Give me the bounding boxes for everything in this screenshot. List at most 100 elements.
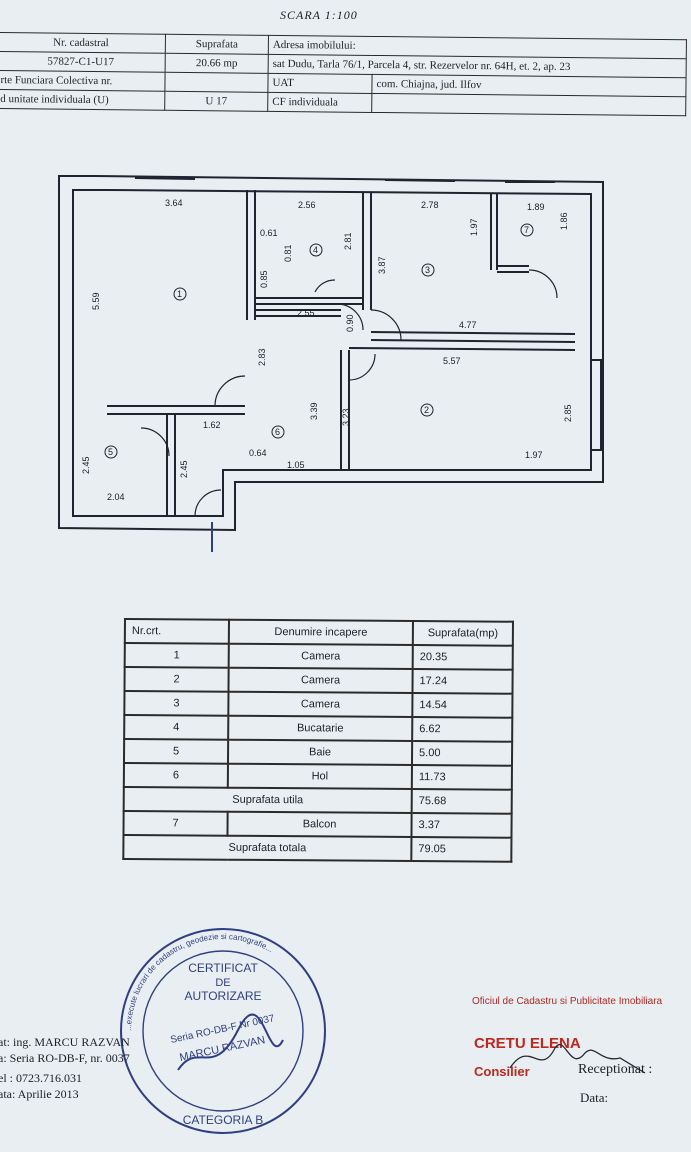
outer-wall bbox=[58, 175, 604, 532]
partition bbox=[166, 414, 176, 516]
area-label: Suprafata bbox=[165, 34, 269, 55]
stamp-line: CERTIFICAT bbox=[188, 961, 258, 975]
svg-text:...execute lucrari de cadastru: ...execute lucrari de cadastru, geodezie… bbox=[124, 932, 275, 1031]
column-header: Suprafata(mp) bbox=[412, 621, 513, 646]
officer-role: Consilier bbox=[474, 1064, 530, 1079]
row-number: 6 bbox=[123, 763, 228, 788]
dimension-label: 1.86 bbox=[559, 212, 569, 230]
partition bbox=[340, 350, 350, 470]
table-row: 4 Bucatarie 6.62 bbox=[124, 715, 513, 742]
stamp-ring-text: ...execute lucrari de cadastru, geodezie… bbox=[124, 932, 275, 1031]
door-swing bbox=[214, 375, 246, 407]
land-book-value bbox=[164, 72, 269, 93]
area-value: 20.66 mp bbox=[165, 53, 269, 74]
received-label: Receptionat : bbox=[578, 1062, 653, 1077]
stamp-line: AUTORIZARE bbox=[184, 989, 261, 1003]
row-number: 4 bbox=[124, 715, 229, 740]
room-area: 14.54 bbox=[412, 693, 513, 718]
room-name: Hol bbox=[227, 763, 412, 790]
dimension-label: 2.45 bbox=[179, 460, 189, 478]
table-row: 1 Camera 20.35 bbox=[124, 643, 513, 670]
partition bbox=[246, 190, 256, 320]
useful-area-label: Suprafata utila bbox=[123, 787, 412, 814]
dimension-label: 2.85 bbox=[563, 404, 573, 422]
room-area: 5.00 bbox=[411, 741, 513, 766]
total-area-value: 79.05 bbox=[411, 837, 512, 862]
dimension-label: 1.62 bbox=[203, 420, 221, 430]
column-header: Nr.crt. bbox=[124, 619, 229, 644]
window bbox=[591, 359, 602, 451]
partition bbox=[255, 297, 363, 305]
dimension-label: 3.87 bbox=[377, 256, 387, 274]
dimension-label: 2.83 bbox=[257, 348, 267, 366]
office-title: Oficiul de Cadastru si Publicitate Imobi… bbox=[472, 996, 663, 1007]
room-marker-1: 1 bbox=[177, 289, 182, 299]
author-line: at: ing. MARCU RAZVAN bbox=[0, 1035, 130, 1049]
room-marker-5: 5 bbox=[108, 447, 113, 457]
dimension-label: 1.89 bbox=[527, 202, 545, 212]
cf-label: CF individuala bbox=[267, 92, 372, 113]
row-number: 3 bbox=[124, 691, 229, 716]
dimension-label: 0.64 bbox=[249, 448, 267, 458]
date-label: Data: bbox=[580, 1090, 609, 1105]
rooms-table: Nr.crt. Denumire incapere Suprafata(mp) … bbox=[122, 618, 514, 863]
room-marker-2: 2 bbox=[424, 405, 429, 415]
dimension-label: 3.64 bbox=[165, 198, 183, 208]
room-area: 11.73 bbox=[411, 765, 512, 790]
table-row: 7 Balcon 3.37 bbox=[123, 811, 512, 838]
partition bbox=[255, 309, 341, 317]
table-row: 5 Baie 5.00 bbox=[123, 739, 513, 766]
room-marker-6: 6 bbox=[275, 427, 280, 437]
header-table: Nr. cadastral Suprafata Adresa imobilulu… bbox=[0, 32, 687, 116]
partition bbox=[490, 194, 498, 270]
room-name: Baie bbox=[227, 739, 413, 766]
officer-name: CRETU ELENA bbox=[474, 1035, 581, 1052]
dimension-label: 0.85 bbox=[259, 270, 269, 288]
author-line: el : 0723.716.031 bbox=[0, 1071, 82, 1085]
useful-area-value: 75.68 bbox=[411, 789, 512, 814]
dimension-label: 0.90 bbox=[345, 314, 355, 332]
cf-value bbox=[371, 93, 686, 116]
row-number: 5 bbox=[123, 739, 229, 764]
room-name: Bucatarie bbox=[228, 715, 413, 742]
door-swing bbox=[348, 353, 376, 381]
author-line: ata: Aprilie 2013 bbox=[0, 1087, 79, 1101]
room-markers: 1 2 3 4 5 6 7 bbox=[104, 223, 534, 459]
reception-signature: CRETU ELENA Consilier bbox=[474, 1035, 646, 1079]
room-name: Camera bbox=[228, 643, 413, 670]
partition bbox=[370, 331, 576, 343]
dimension-label: 5.57 bbox=[443, 356, 461, 366]
dimension-label: 2.55 bbox=[297, 308, 315, 318]
door-swing bbox=[314, 279, 336, 293]
window bbox=[134, 177, 555, 183]
dimension-label: 4.77 bbox=[459, 320, 477, 330]
unit-id-value: U 17 bbox=[164, 91, 268, 112]
dimension-label: 1.97 bbox=[525, 450, 543, 460]
column-header: Denumire incapere bbox=[228, 619, 413, 646]
dimension-labels: 3.64 2.56 2.78 1.89 0.61 0.81 2.81 1.97 … bbox=[81, 198, 573, 502]
authorization-stamp: ...execute lucrari de cadastru, geodezie… bbox=[120, 928, 326, 1134]
table-row: 3 Camera 14.54 bbox=[124, 691, 513, 718]
dimension-label: 2.45 bbox=[81, 456, 91, 474]
door-swing bbox=[370, 309, 402, 341]
door-swing bbox=[140, 427, 170, 457]
partition bbox=[362, 192, 372, 310]
cadastral-number-value: 57827-C1-U17 bbox=[0, 51, 166, 73]
table-row: 6 Hol 11.73 bbox=[123, 763, 512, 790]
dimension-label: 2.78 bbox=[421, 200, 439, 210]
dimension-label: 3.39 bbox=[309, 402, 319, 420]
handwritten-signature bbox=[509, 1044, 646, 1074]
dimension-label: 3.23 bbox=[341, 408, 351, 426]
unit-id-label: d unitate individuala (U) bbox=[0, 89, 165, 111]
inner-wall-line bbox=[72, 189, 592, 517]
total-area-label: Suprafata totala bbox=[123, 835, 412, 862]
door-swing bbox=[528, 269, 558, 299]
room-area: 17.24 bbox=[412, 669, 513, 694]
dimension-label: 1.05 bbox=[287, 460, 305, 470]
total-area-row: Suprafata totala 79.05 bbox=[123, 835, 512, 862]
partition bbox=[497, 265, 529, 273]
table-row: 2 Camera 17.24 bbox=[124, 667, 513, 694]
uat-label: UAT bbox=[267, 73, 373, 94]
room-marker-3: 3 bbox=[425, 265, 430, 275]
stamp-line: CATEGORIA B bbox=[183, 1113, 263, 1127]
